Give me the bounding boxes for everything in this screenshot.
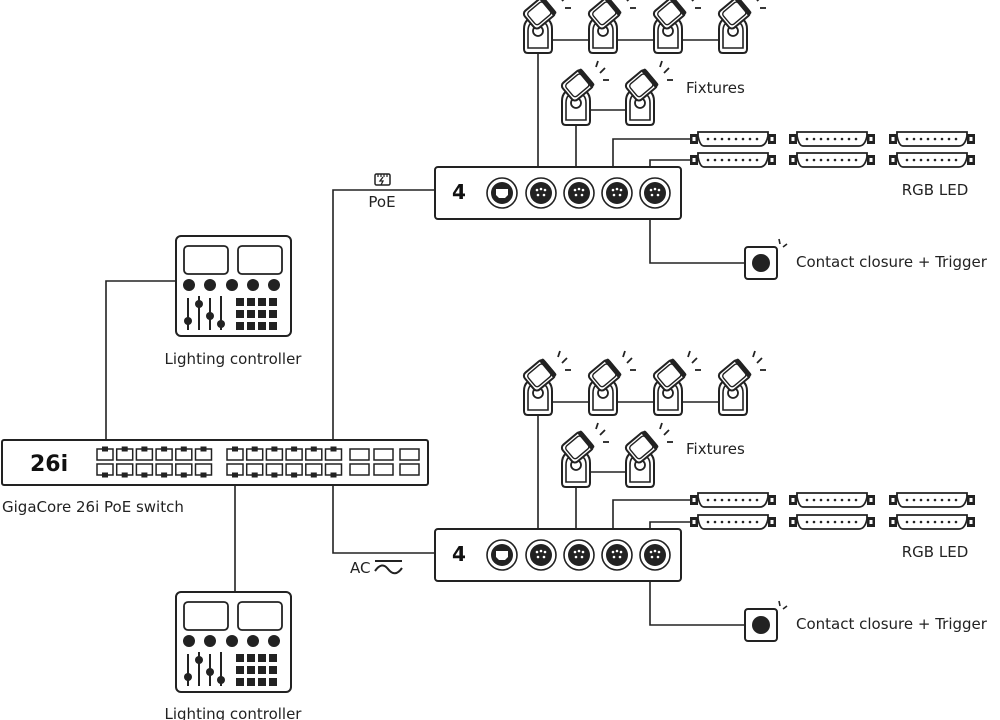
switch-ports — [96, 446, 420, 478]
rgb-led-group-1: RGB LED — [689, 131, 976, 199]
trigger-label: Contact closure + Trigger — [796, 615, 988, 633]
fixtures-label: Fixtures — [686, 440, 745, 458]
contact-closure-button-icon — [744, 238, 788, 280]
moving-head-fixture-icon[interactable] — [623, 422, 674, 488]
gigacore-switch[interactable]: 26i GigaCore 26i PoE switch — [1, 439, 429, 516]
rj45-port[interactable] — [305, 463, 323, 478]
rgb-led-label: RGB LED — [902, 181, 969, 199]
rgb-led-bar-icon[interactable] — [888, 514, 976, 530]
rj45-port[interactable] — [285, 446, 303, 461]
rj45-port[interactable] — [115, 446, 134, 461]
trigger-label: Contact closure + Trigger — [796, 253, 988, 271]
node-number: 4 — [452, 180, 466, 204]
rj45-port[interactable] — [324, 446, 343, 461]
lighting-controller-icon — [175, 591, 292, 693]
sfp-port[interactable] — [399, 448, 420, 461]
switch-caption: GigaCore 26i PoE switch — [2, 498, 184, 516]
rgb-led-label: RGB LED — [902, 543, 969, 561]
rj45-port[interactable] — [155, 446, 173, 461]
moving-head-fixture-icon[interactable] — [586, 350, 637, 416]
rj45-port[interactable] — [226, 463, 244, 478]
rj45-port[interactable] — [135, 446, 154, 461]
fixtures-label: Fixtures — [686, 79, 745, 97]
node-1[interactable]: 4 — [434, 166, 682, 220]
rgb-led-bar-icon[interactable] — [689, 152, 777, 168]
poe-power-label: PoE — [368, 173, 396, 211]
controller-caption: Lighting controller — [165, 705, 303, 720]
dmx-node-box — [434, 528, 682, 582]
rj45-port[interactable] — [265, 446, 284, 461]
rj45-port[interactable] — [245, 463, 264, 478]
poe-label: PoE — [368, 193, 395, 211]
moving-head-fixture-icon[interactable] — [521, 350, 572, 416]
moving-head-fixture-icon[interactable] — [586, 0, 637, 55]
rgb-led-bar-icon[interactable] — [888, 492, 976, 508]
lighting-controller-icon — [175, 235, 292, 337]
rj45-port[interactable] — [175, 446, 193, 461]
cables — [105, 39, 745, 626]
rgb-led-bar-icon[interactable] — [788, 492, 876, 508]
rj45-port[interactable] — [155, 463, 173, 478]
ac-sine-icon — [374, 560, 403, 575]
rgb-led-bar-icon[interactable] — [888, 131, 976, 147]
moving-head-fixture-icon[interactable] — [559, 60, 610, 127]
rj45-port[interactable] — [226, 446, 244, 461]
rgb-led-bar-icon[interactable] — [788, 152, 876, 168]
sfp-port[interactable] — [349, 448, 370, 461]
moving-head-fixture-icon[interactable] — [521, 0, 572, 55]
controller-caption: Lighting controller — [165, 350, 303, 368]
moving-head-fixture-icon[interactable] — [716, 0, 767, 55]
rj45-port[interactable] — [135, 463, 154, 478]
rgb-led-bar-icon[interactable] — [689, 131, 777, 147]
sfp-port[interactable] — [373, 463, 394, 476]
moving-head-fixture-icon[interactable] — [651, 350, 702, 416]
rj45-port[interactable] — [96, 463, 114, 478]
ac-label: AC — [350, 559, 370, 577]
node-number: 4 — [452, 542, 466, 566]
fixtures-group-2: Fixtures — [521, 350, 767, 488]
contact-closure-button-icon — [744, 600, 788, 642]
lighting-controller-1[interactable]: Lighting controller — [165, 235, 303, 368]
rj45-port[interactable] — [194, 463, 213, 478]
poe-plug-icon — [374, 173, 391, 186]
moving-head-fixture-icon[interactable] — [559, 422, 610, 488]
rj45-port[interactable] — [245, 446, 264, 461]
sfp-port[interactable] — [349, 463, 370, 476]
rj45-port[interactable] — [324, 463, 343, 478]
rj45-port[interactable] — [175, 463, 193, 478]
sfp-port[interactable] — [399, 463, 420, 476]
rgb-led-bar-icon[interactable] — [689, 492, 777, 508]
rgb-led-bar-icon[interactable] — [788, 514, 876, 530]
rj45-port[interactable] — [96, 446, 114, 461]
dmx-node-box — [434, 166, 682, 220]
rj45-port[interactable] — [194, 446, 213, 461]
ac-power-label: AC — [350, 559, 403, 577]
trigger-1[interactable]: Contact closure + Trigger — [744, 238, 988, 280]
switch-model-label: 26i — [30, 452, 68, 477]
node-2[interactable]: 4 — [434, 528, 682, 582]
rj45-port[interactable] — [305, 446, 323, 461]
rj45-port[interactable] — [285, 463, 303, 478]
moving-head-fixture-icon[interactable] — [651, 0, 702, 55]
trigger-2[interactable]: Contact closure + Trigger — [744, 600, 988, 642]
rgb-led-bar-icon[interactable] — [788, 131, 876, 147]
rgb-led-bar-icon[interactable] — [689, 514, 777, 530]
sfp-port[interactable] — [373, 448, 394, 461]
rgb-led-bar-icon[interactable] — [888, 152, 976, 168]
rgb-led-group-2: RGB LED — [689, 492, 976, 561]
fixtures-group-1: Fixtures — [521, 0, 767, 127]
lighting-controller-2[interactable]: Lighting controller — [165, 591, 303, 720]
moving-head-fixture-icon[interactable] — [716, 350, 767, 416]
moving-head-fixture-icon[interactable] — [623, 60, 674, 127]
rj45-port[interactable] — [115, 463, 134, 478]
rj45-port[interactable] — [265, 463, 284, 478]
